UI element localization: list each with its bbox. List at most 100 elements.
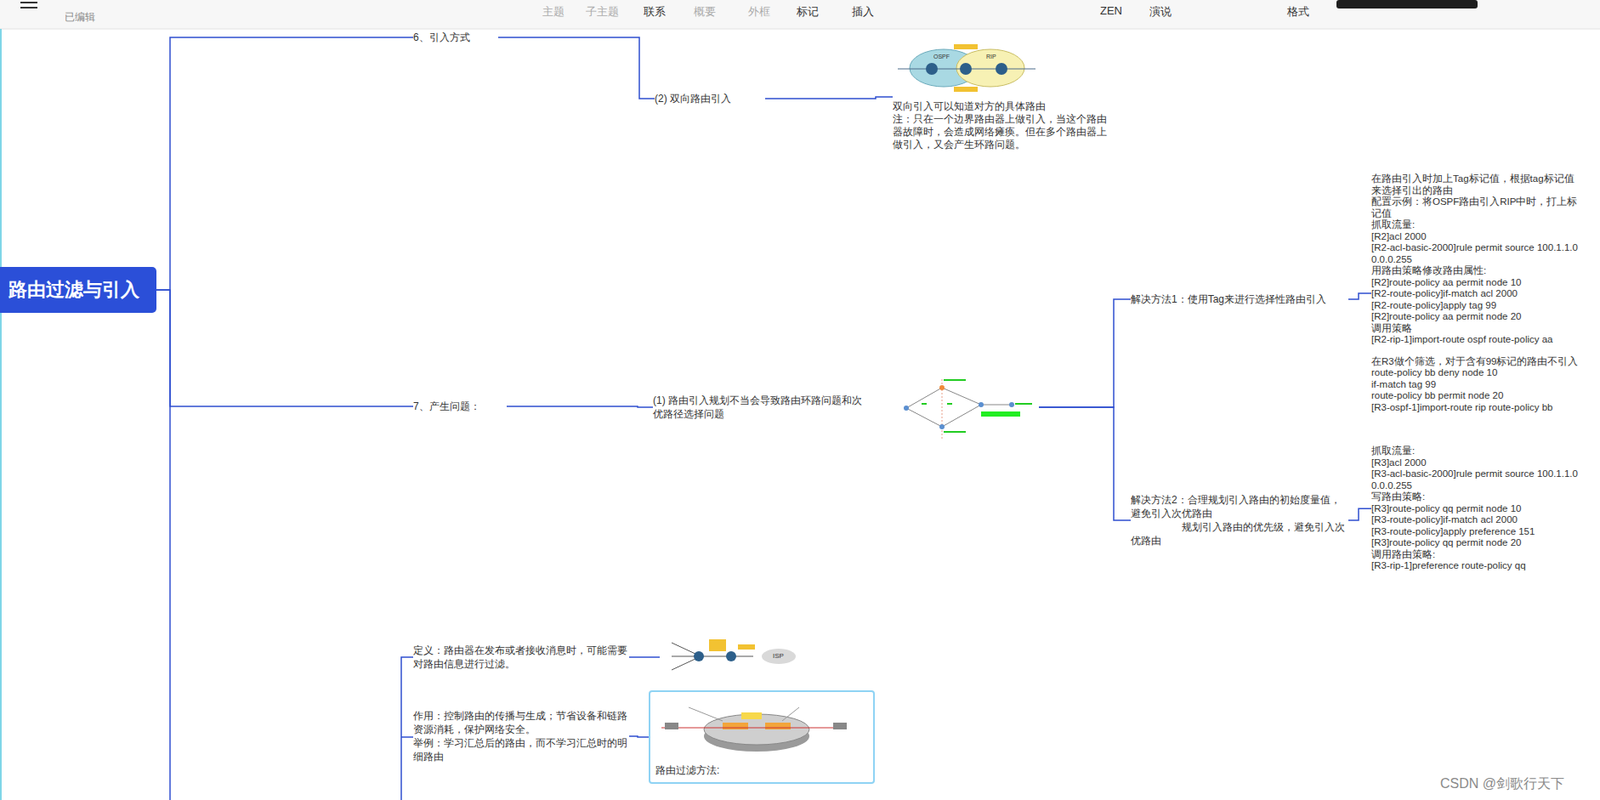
loop-figure-part — [981, 411, 1021, 417]
loop-figure-part — [903, 405, 909, 411]
branch-connector — [1348, 293, 1372, 300]
topic-line: [R2-acl-basic-2000]rule permit source 10… — [1371, 242, 1584, 266]
toolbar-part — [1336, 0, 1478, 9]
topic-text: 抓取流量: — [1371, 445, 1584, 458]
loop-figure-part — [943, 431, 966, 433]
topic-line: [R3-route-policy]apply preference 151 — [1371, 526, 1584, 539]
branch-connector — [498, 37, 655, 99]
topic-line: 调用路由策略: — [1371, 549, 1584, 562]
filter-method-figure — [661, 707, 847, 752]
toolbar-item: 插入 — [851, 4, 874, 20]
status-text: 已编辑 — [64, 10, 96, 25]
branch-connector — [156, 37, 414, 290]
loop-figure-part — [981, 404, 1010, 406]
toolbar-item: 演说 — [1149, 4, 1172, 20]
filter-figure-part — [693, 651, 704, 662]
toolbar-item: ZEN — [1100, 4, 1123, 18]
filter-method-figure-part — [722, 722, 749, 730]
loop-figure-part — [978, 402, 984, 408]
note-topic: 双向引入可以知道对方的具体路由注：只在一个边界路由器上做引入，当这个路由器故障时… — [892, 42, 1109, 152]
topic-line: [R3]route-policy qq permit node 20 — [1371, 537, 1584, 550]
redistribution-figure-part — [925, 62, 938, 75]
branch-connector — [156, 289, 414, 407]
toolbar-item: 格式 — [1287, 4, 1310, 20]
watermark: CSDN @剑歌行天下 — [1440, 775, 1565, 794]
topic-line: [R3-route-policy]if-match acl 2000 — [1371, 514, 1584, 527]
sub-topic: (2) 双向路由引入 — [654, 91, 766, 106]
branch-connector — [629, 736, 649, 738]
toolbar-part — [0, 0, 1600, 29]
branch-connector — [1038, 407, 1131, 521]
loop-figure-part — [906, 387, 982, 427]
topic-line: 在R3做个筛选，对于含有99标记的路由不引入 — [1371, 356, 1584, 369]
toolbar-item: 概要 — [693, 4, 716, 20]
topic-text: 定义：路由器在发布或者接收消息时，可能需要对路由信息进行过滤。 — [413, 643, 628, 671]
topic-line: [R2]route-policy aa permit node 10 — [1371, 277, 1584, 290]
topic-line: [R2-route-policy]apply tag 99 — [1371, 300, 1584, 313]
filter-method-figure-part — [765, 722, 791, 730]
topic-line: 调用策略 — [1371, 323, 1584, 335]
root-topic: 路由过滤与引入 — [0, 266, 157, 313]
topic-line: [R3-acl-basic-2000]rule permit source 10… — [1371, 468, 1584, 492]
topic-line: 配置示例：将OSPF路由引入RIP中时，打上标记值 — [1371, 196, 1584, 220]
loop-figure-part — [921, 402, 927, 405]
cloud-label: ISP — [772, 652, 784, 660]
loop-figure-part — [939, 424, 945, 430]
topic-line: [R2]route-policy aa permit node 20 — [1371, 311, 1584, 324]
branch-connector — [1038, 299, 1131, 408]
loop-figure-part — [939, 385, 945, 391]
topic-text: 7、产生问题： — [413, 399, 507, 414]
topic-text: 作用：控制路由的传播与生成；节省设备和链路资源消耗，保护网络安全。 — [413, 709, 628, 737]
topic-text: 在路由引入时加上Tag标记值，根据tag标记值来选择引出的路由 — [1371, 173, 1584, 197]
redistribution-figure-part — [956, 49, 1025, 87]
filter-method-figure-part — [833, 722, 847, 730]
topic-line: [R2-rip-1]import-route ospf route-policy… — [1371, 334, 1584, 347]
branch-topic: 7、产生问题： — [413, 399, 507, 414]
filter-figure — [671, 639, 796, 670]
topic-line: [R3]acl 2000 — [1371, 457, 1584, 470]
topic-text: 6、引入方式 — [413, 30, 499, 45]
loop-figure-part — [1015, 402, 1033, 405]
redistribution-figure-part — [953, 86, 978, 92]
filter-figure-part — [726, 651, 737, 662]
toolbar-item: 子主题 — [585, 4, 619, 20]
trunk-lines — [170, 289, 660, 800]
filter-method-figure-part — [782, 707, 800, 721]
topic-line: [R3-ospf-1]import-route rip route-policy… — [1371, 402, 1584, 415]
loop-figure — [903, 379, 1033, 439]
topic-text: 双向引入可以知道对方的具体路由 — [892, 100, 1107, 114]
config-note: 抓取流量:[R3]acl 2000[R3-acl-basic-2000]rule… — [1371, 445, 1586, 573]
filter-figure-part — [709, 639, 727, 652]
redistribution-figure-part — [995, 62, 1008, 75]
redistribution-figure — [897, 44, 1036, 92]
solution-topic: 解决方法1：使用Tag来进行选择性路由引入 — [1130, 292, 1349, 307]
topic-text: (2) 双向路由引入 — [654, 91, 766, 106]
topic-line: if-match tag 99 — [1371, 379, 1584, 392]
branch-connector — [506, 406, 653, 408]
filter-method-figure-part — [688, 707, 723, 721]
topic-text: 解决方法2：合理规划引入路由的初始度量值，避免引入次优路由 — [1130, 493, 1347, 521]
branch-connector — [765, 96, 893, 99]
toolbar-part — [20, 6, 38, 9]
redistribution-figure-part — [959, 62, 972, 75]
trunk-lines-part — [629, 656, 660, 659]
topic-line: 规划引入路由的优先级，避免引入次优路由 — [1130, 520, 1347, 548]
area-label: RIP — [986, 53, 997, 60]
edge-accent — [0, 28, 2, 800]
branch-connector — [1348, 508, 1372, 521]
topic-line: 抓取流量: — [1371, 219, 1584, 232]
loop-figure-part — [943, 379, 966, 381]
filter-method-figure-part — [661, 727, 842, 729]
area-label: OSPF — [933, 53, 950, 60]
topic-line: 注：只在一个边界路由器上做引入，当这个路由器故障时，会造成网络瘫痪。但在多个路由… — [892, 113, 1107, 152]
topic-line: [R3-rip-1]preference route-policy qq — [1371, 560, 1584, 573]
branch-topic: 6、引入方式 — [413, 30, 499, 45]
method-topic: 路由过滤方法: — [648, 690, 875, 784]
topic-text: 路由过滤与引入 — [8, 277, 150, 303]
trunk-lines-part — [401, 736, 414, 738]
toolbar-part — [0, 28, 1600, 30]
topic-line: [R2]acl 2000 — [1371, 231, 1584, 244]
filter-method-figure-part — [664, 722, 679, 730]
toolbar-item: 标记 — [796, 4, 819, 20]
